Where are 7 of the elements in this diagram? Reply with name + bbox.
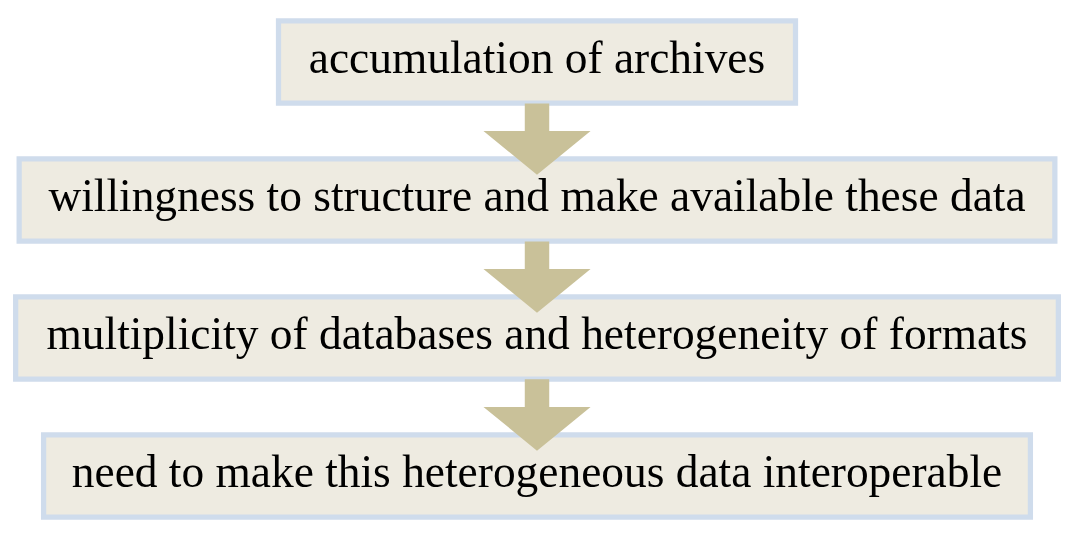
- arrow: [483, 379, 591, 451]
- arrow: [483, 103, 591, 175]
- node-box: multiplicity of databases and heterogeneity of formats: [13, 294, 1061, 382]
- node-box: accumulation of archives: [275, 18, 799, 106]
- node-box: willingness to structure and make available these data: [16, 156, 1058, 244]
- node-box: need to make this heterogeneous data interoperable: [40, 432, 1034, 520]
- arrow: [483, 241, 591, 313]
